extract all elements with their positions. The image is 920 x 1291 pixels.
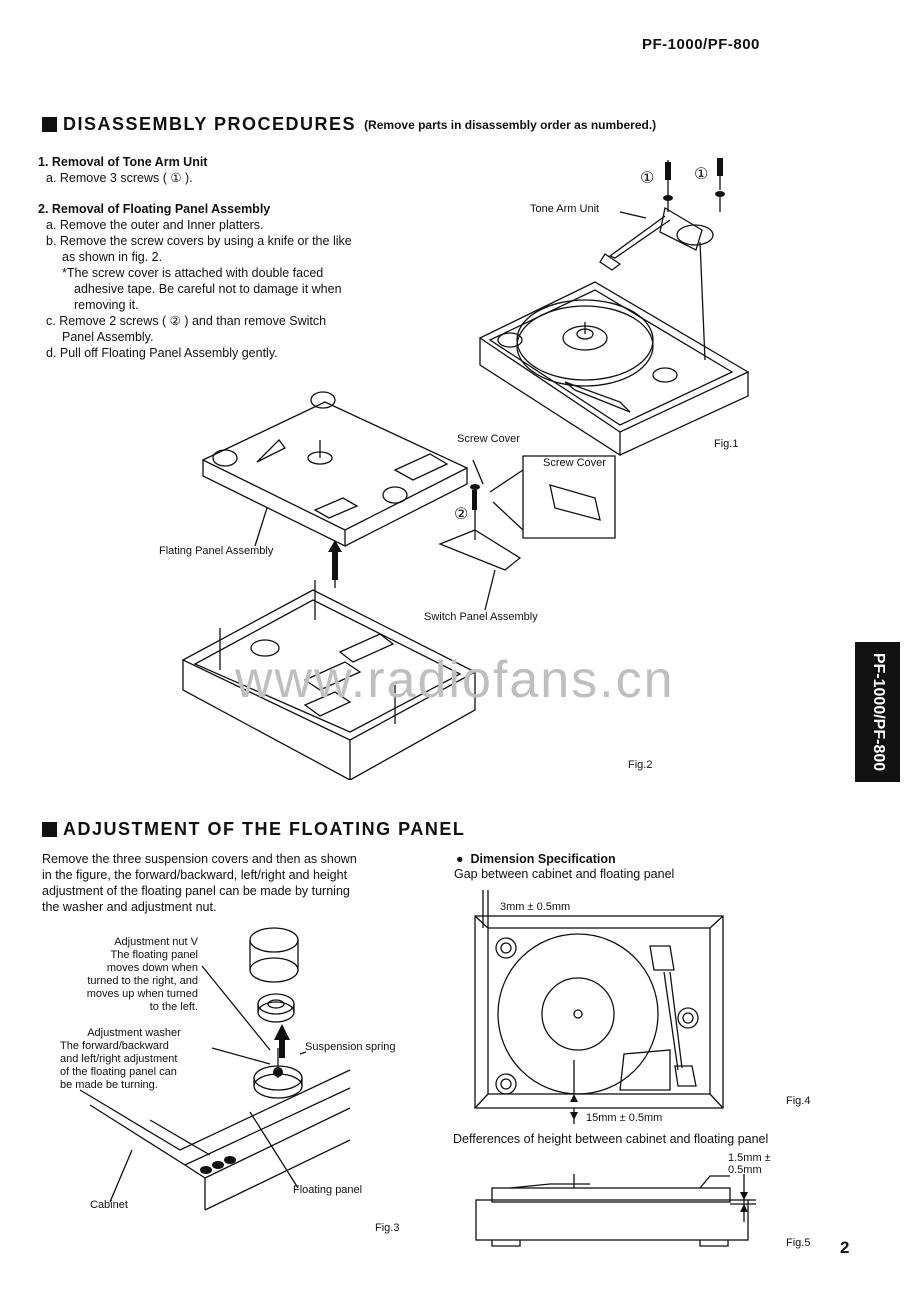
- adjustment-title: ADJUSTMENT OF THE FLOATING PANEL: [42, 819, 465, 840]
- watermark: www.radiofans.cn: [235, 651, 675, 709]
- step2-a: a. Remove the outer and Inner platters.: [46, 218, 264, 232]
- fig3-nut-1: Adjustment nut V: [114, 936, 198, 948]
- step2-heading: 2. Removal of Floating Panel Assembly: [38, 202, 271, 216]
- fig3-washer-5: be made be turning.: [60, 1079, 158, 1091]
- adjustment-text-1: Remove the three suspension covers and t…: [42, 852, 357, 866]
- fig3-washer-4: of the floating panel can: [60, 1066, 177, 1078]
- step2-note2: adhesive tape. Be careful not to damage …: [74, 282, 342, 296]
- fig5-caption: Fig.5: [786, 1237, 811, 1249]
- side-tab: PF-1000/PF-800: [855, 642, 900, 782]
- fig5-side-view-drawing: [475, 1174, 756, 1247]
- fig3-cabinet-label: Cabinet: [90, 1199, 128, 1211]
- fig3-caption: Fig.3: [375, 1222, 400, 1234]
- fig1-screw-mark-2: ①: [694, 166, 709, 183]
- bullet-icon: ●: [456, 852, 471, 866]
- fig3-washer-label: Adjustment washer The forward/backward a…: [60, 1027, 208, 1092]
- section-marker: [42, 117, 57, 132]
- fig3-washer-3: and left/right adjustment: [60, 1053, 178, 1065]
- fig3-spring-label: Suspension spring: [305, 1041, 396, 1053]
- dimension-bottom-value: 15mm ± 0.5mm: [586, 1112, 663, 1124]
- step2-b2: as shown in fig. 2.: [62, 250, 163, 264]
- disassembly-subtitle: (Remove parts in disassembly order as nu…: [364, 117, 657, 132]
- step2-note3: removing it.: [74, 298, 139, 312]
- fig4-caption: Fig.4: [786, 1095, 811, 1107]
- dimension-gap-text: Gap between cabinet and floating panel: [454, 867, 675, 881]
- adjustment-text-2: in the figure, the forward/backward, lef…: [42, 868, 348, 882]
- step1-heading: 1. Removal of Tone Arm Unit: [38, 155, 208, 169]
- step2-b1: b. Remove the screw covers by using a kn…: [46, 234, 352, 248]
- fig3-nut-5: moves up when turned: [86, 988, 198, 1000]
- fig3-washer-1: Adjustment washer: [87, 1027, 181, 1039]
- fig3-suspension-drawing: [79, 927, 351, 1211]
- fig1-label-tone-arm: Tone Arm Unit: [530, 203, 600, 215]
- step2-c1: c. Remove 2 screws ( ② ) and than remove…: [46, 314, 327, 328]
- disassembly-title: DISASSEMBLY PROCEDURES (Remove parts in …: [42, 114, 656, 135]
- adjustment-title-text: ADJUSTMENT OF THE FLOATING PANEL: [63, 819, 466, 839]
- dimension-heading: ● Dimension Specification: [456, 851, 616, 867]
- fig3-nut-4: turned to the right, and: [87, 975, 198, 987]
- fig2-label-switch-panel: Switch Panel Assembly: [424, 611, 538, 623]
- side-tab-text: PF-1000/PF-800: [869, 652, 887, 772]
- fig1-caption: Fig.1: [714, 438, 739, 450]
- section-marker: [42, 822, 57, 837]
- dimension-heading-text: Dimension Specification: [470, 852, 616, 866]
- dimension-height-value-1: 1.5mm ±: [728, 1152, 771, 1164]
- fig3-nut-label: Adjustment nut V The floating panel move…: [50, 936, 198, 1014]
- fig2-screw-mark: ②: [454, 506, 469, 523]
- fig2-floating-panel-drawing: [181, 391, 616, 780]
- page-number: 2: [840, 1238, 850, 1257]
- step2-note1: *The screw cover is attached with double…: [62, 266, 324, 280]
- fig3-nut-6: to the left.: [149, 1001, 198, 1013]
- adjustment-text: Remove the three suspension covers and t…: [42, 851, 412, 915]
- fig1-screw-mark-1: ①: [640, 170, 655, 187]
- dimension-gap-value: 3mm ± 0.5mm: [500, 901, 571, 913]
- fig3-nut-2: The floating panel: [110, 949, 198, 961]
- step1-a: a. Remove 3 screws ( ① ).: [46, 171, 193, 185]
- header-model: PF-1000/PF-800: [642, 36, 760, 53]
- fig3-washer-2: The forward/backward: [60, 1040, 169, 1052]
- disassembly-title-text: DISASSEMBLY PROCEDURES: [63, 114, 357, 134]
- fig2-label-flating-panel: Flating Panel Assembly: [159, 545, 274, 557]
- fig3-nut-3: moves down when: [106, 962, 198, 974]
- fig2-label-screw-cover: Screw Cover: [457, 433, 520, 445]
- fig4-top-view-drawing: [474, 890, 724, 1124]
- fig2-caption: Fig.2: [628, 759, 653, 771]
- disassembly-steps: 1. Removal of Tone Arm Unit a. Remove 3 …: [38, 154, 400, 361]
- adjustment-text-4: the washer and adjustment nut.: [42, 900, 217, 914]
- fig2-label-screw-cover-detail: Screw Cover: [543, 457, 606, 469]
- dimension-height-value-2: 0.5mm: [728, 1164, 762, 1176]
- step2-d: d. Pull off Floating Panel Assembly gent…: [46, 346, 278, 360]
- fig3-floating-panel-label: Floating panel: [293, 1184, 363, 1196]
- fig1-turntable-drawing: [478, 158, 750, 457]
- adjustment-text-3: adjustment of the floating panel can be …: [42, 884, 350, 898]
- step2-c2: Panel Assembly.: [62, 330, 154, 344]
- dimension-height-text: Defferences of height between cabinet an…: [453, 1132, 769, 1146]
